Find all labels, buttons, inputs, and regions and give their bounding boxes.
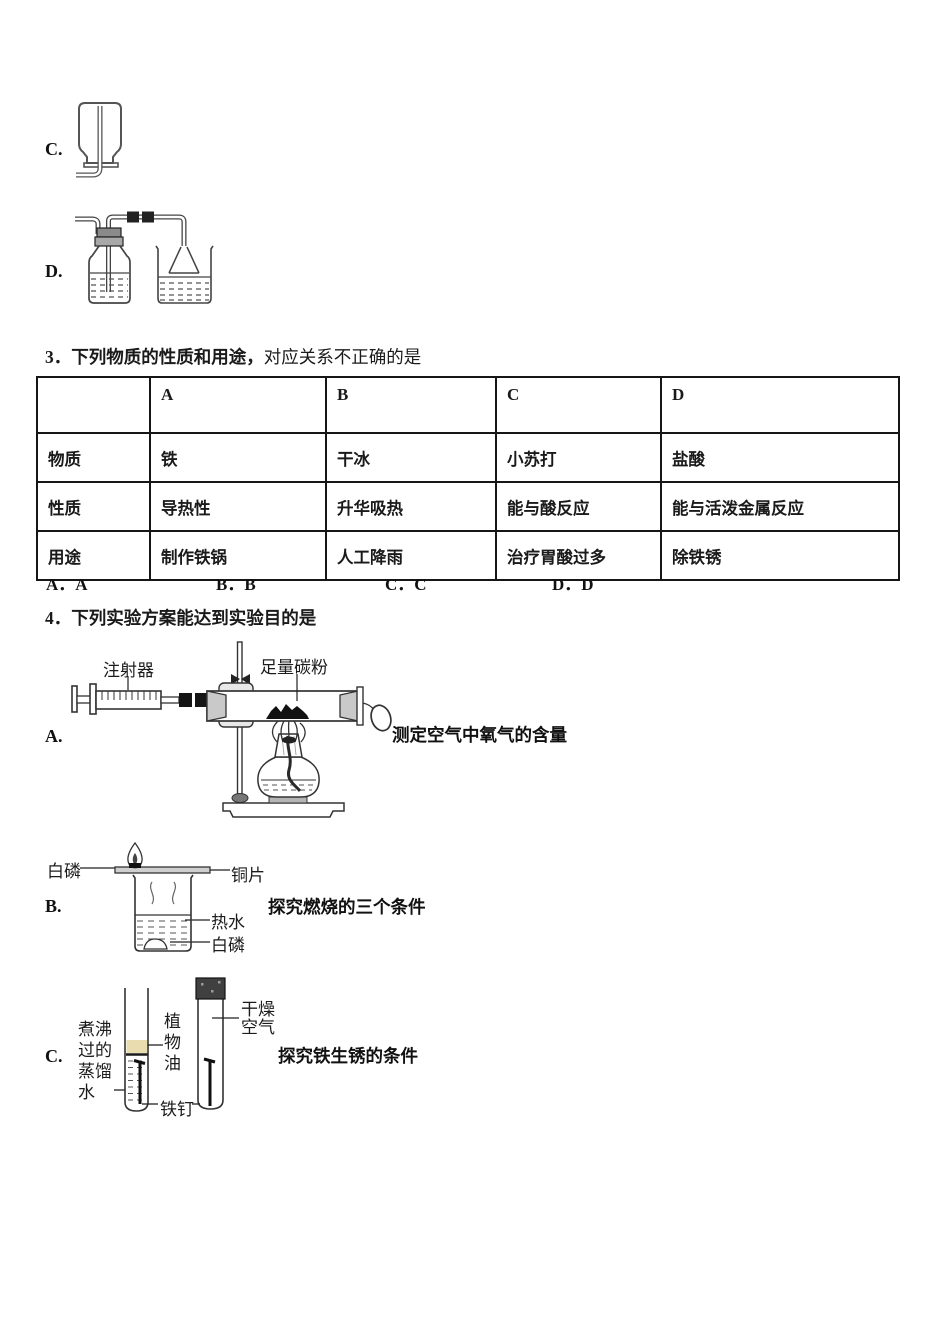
flame [271,720,306,744]
q3-table: A B C D 物质 铁 干冰 小苏打 盐酸 性质 导热性 升华吸热 能与酸反应… [36,376,900,581]
hot-water-label: 热水 [211,913,245,932]
q3-header-c: C [495,376,662,434]
q4-option-b-caption: 探究燃烧的三个条件 [268,897,426,917]
cell: 导热性 [149,481,327,532]
q4-title: 下列实验方案能达到实验目的是 [71,608,317,628]
inverted-funnel [168,246,200,274]
cell: 人工降雨 [325,530,497,581]
balloon [362,702,392,732]
row-header: 性质 [36,481,151,532]
cell: 能与酸反应 [495,481,662,532]
cell: 小苏打 [495,432,662,483]
row-header: 物质 [36,432,151,483]
q3-header-a: A [149,376,327,434]
copper-sheet [114,866,211,874]
cell: 铁 [149,432,327,483]
q4-option-a-caption: 测定空气中氧气的含量 [392,725,567,745]
row-header: 用途 [36,530,151,581]
carbon-powder [266,704,309,719]
beaker [132,874,194,952]
cell: 除铁锈 [660,530,900,581]
iron-nail [203,1057,216,1106]
cell: 干冰 [325,432,497,483]
q3-option-b: B．B [216,575,256,594]
q4-option-c-label: C. [45,1046,63,1066]
white-phosphorus-bottom-label: 白磷 [211,936,245,955]
white-phosphorus-top-label: 白磷 [47,862,81,881]
q3-table-row-property: 性质 导热性 升华吸热 能与酸反应 能与活泼金属反应 [36,481,900,532]
cell: 盐酸 [660,432,900,483]
pointer-lines [80,867,230,943]
copper-sheet-label: 铜片 [231,866,265,885]
q4-option-a-figure [71,641,392,818]
q3-option-d: D．D [552,575,594,594]
q2-option-c-label: C. [45,139,63,159]
gas-washing-bottle [88,227,131,304]
dry-air-label: 干燥空气 [241,1000,275,1037]
glass-tube [206,686,364,726]
rubber-stopper [195,977,226,1000]
q4-option-b-figure [80,841,230,952]
pointer-lines [114,1017,239,1105]
cell: 能与活泼金属反应 [660,481,900,532]
iron-nail-label: 铁钉 [160,1100,194,1119]
q3-option-a: A．A [46,575,88,594]
carbon-powder-label: 足量碳粉 [260,658,328,677]
syringe-label: 注射器 [103,661,154,680]
q4-heading: 4．下列实验方案能达到实验目的是 [45,605,316,630]
q2-option-d-label: D. [45,261,63,281]
alcohol-lamp [257,733,320,804]
pointer-lines [127,674,298,701]
phosphorus-lump [143,938,168,950]
q3-table-row-use: 用途 制作铁锅 人工降雨 治疗胃酸过多 除铁锈 [36,530,900,581]
q3-header-d: D [660,376,900,434]
cell: 治疗胃酸过多 [495,530,662,581]
boiled-distilled-water-label: 煮沸过的蒸馏水 [78,1020,112,1102]
q3-title-regular: 对应关系不正确的是 [263,347,422,367]
q3-table-header-row: A B C D [36,376,900,434]
q4-option-c-caption: 探究铁生锈的条件 [278,1046,418,1066]
oil-layer [126,1040,147,1053]
rubber-connector [127,211,154,223]
right-test-tube [195,977,226,1110]
q3-heading: 3．下列物质的性质和用途，对应关系不正确的是 [45,344,421,369]
q4-option-c-figure [114,977,239,1112]
delivery-tube [76,106,103,178]
q3-title-bold: 下列物质的性质和用途， [71,347,264,367]
q4-number: 4． [45,608,72,628]
q2-option-d-figure [75,211,214,304]
q2-option-c-figure [76,102,122,178]
vegetable-oil-label: 植物油 [164,1012,181,1073]
q3-number: 3． [45,347,72,367]
q3-table-row-substance: 物质 铁 干冰 小苏打 盐酸 [36,432,900,483]
cell: 升华吸热 [325,481,497,532]
q3-header-b: B [325,376,497,434]
syringe [71,683,207,715]
left-test-tube [124,988,149,1112]
q3-header-blank [36,376,151,434]
cell: 制作铁锅 [149,530,327,581]
q3-option-c: C．C [385,575,427,594]
q4-option-b-label: B. [45,896,62,916]
iron-nail [133,1059,146,1104]
beaker [155,245,214,304]
q4-option-a-label: A. [45,726,63,746]
flame [127,841,143,869]
